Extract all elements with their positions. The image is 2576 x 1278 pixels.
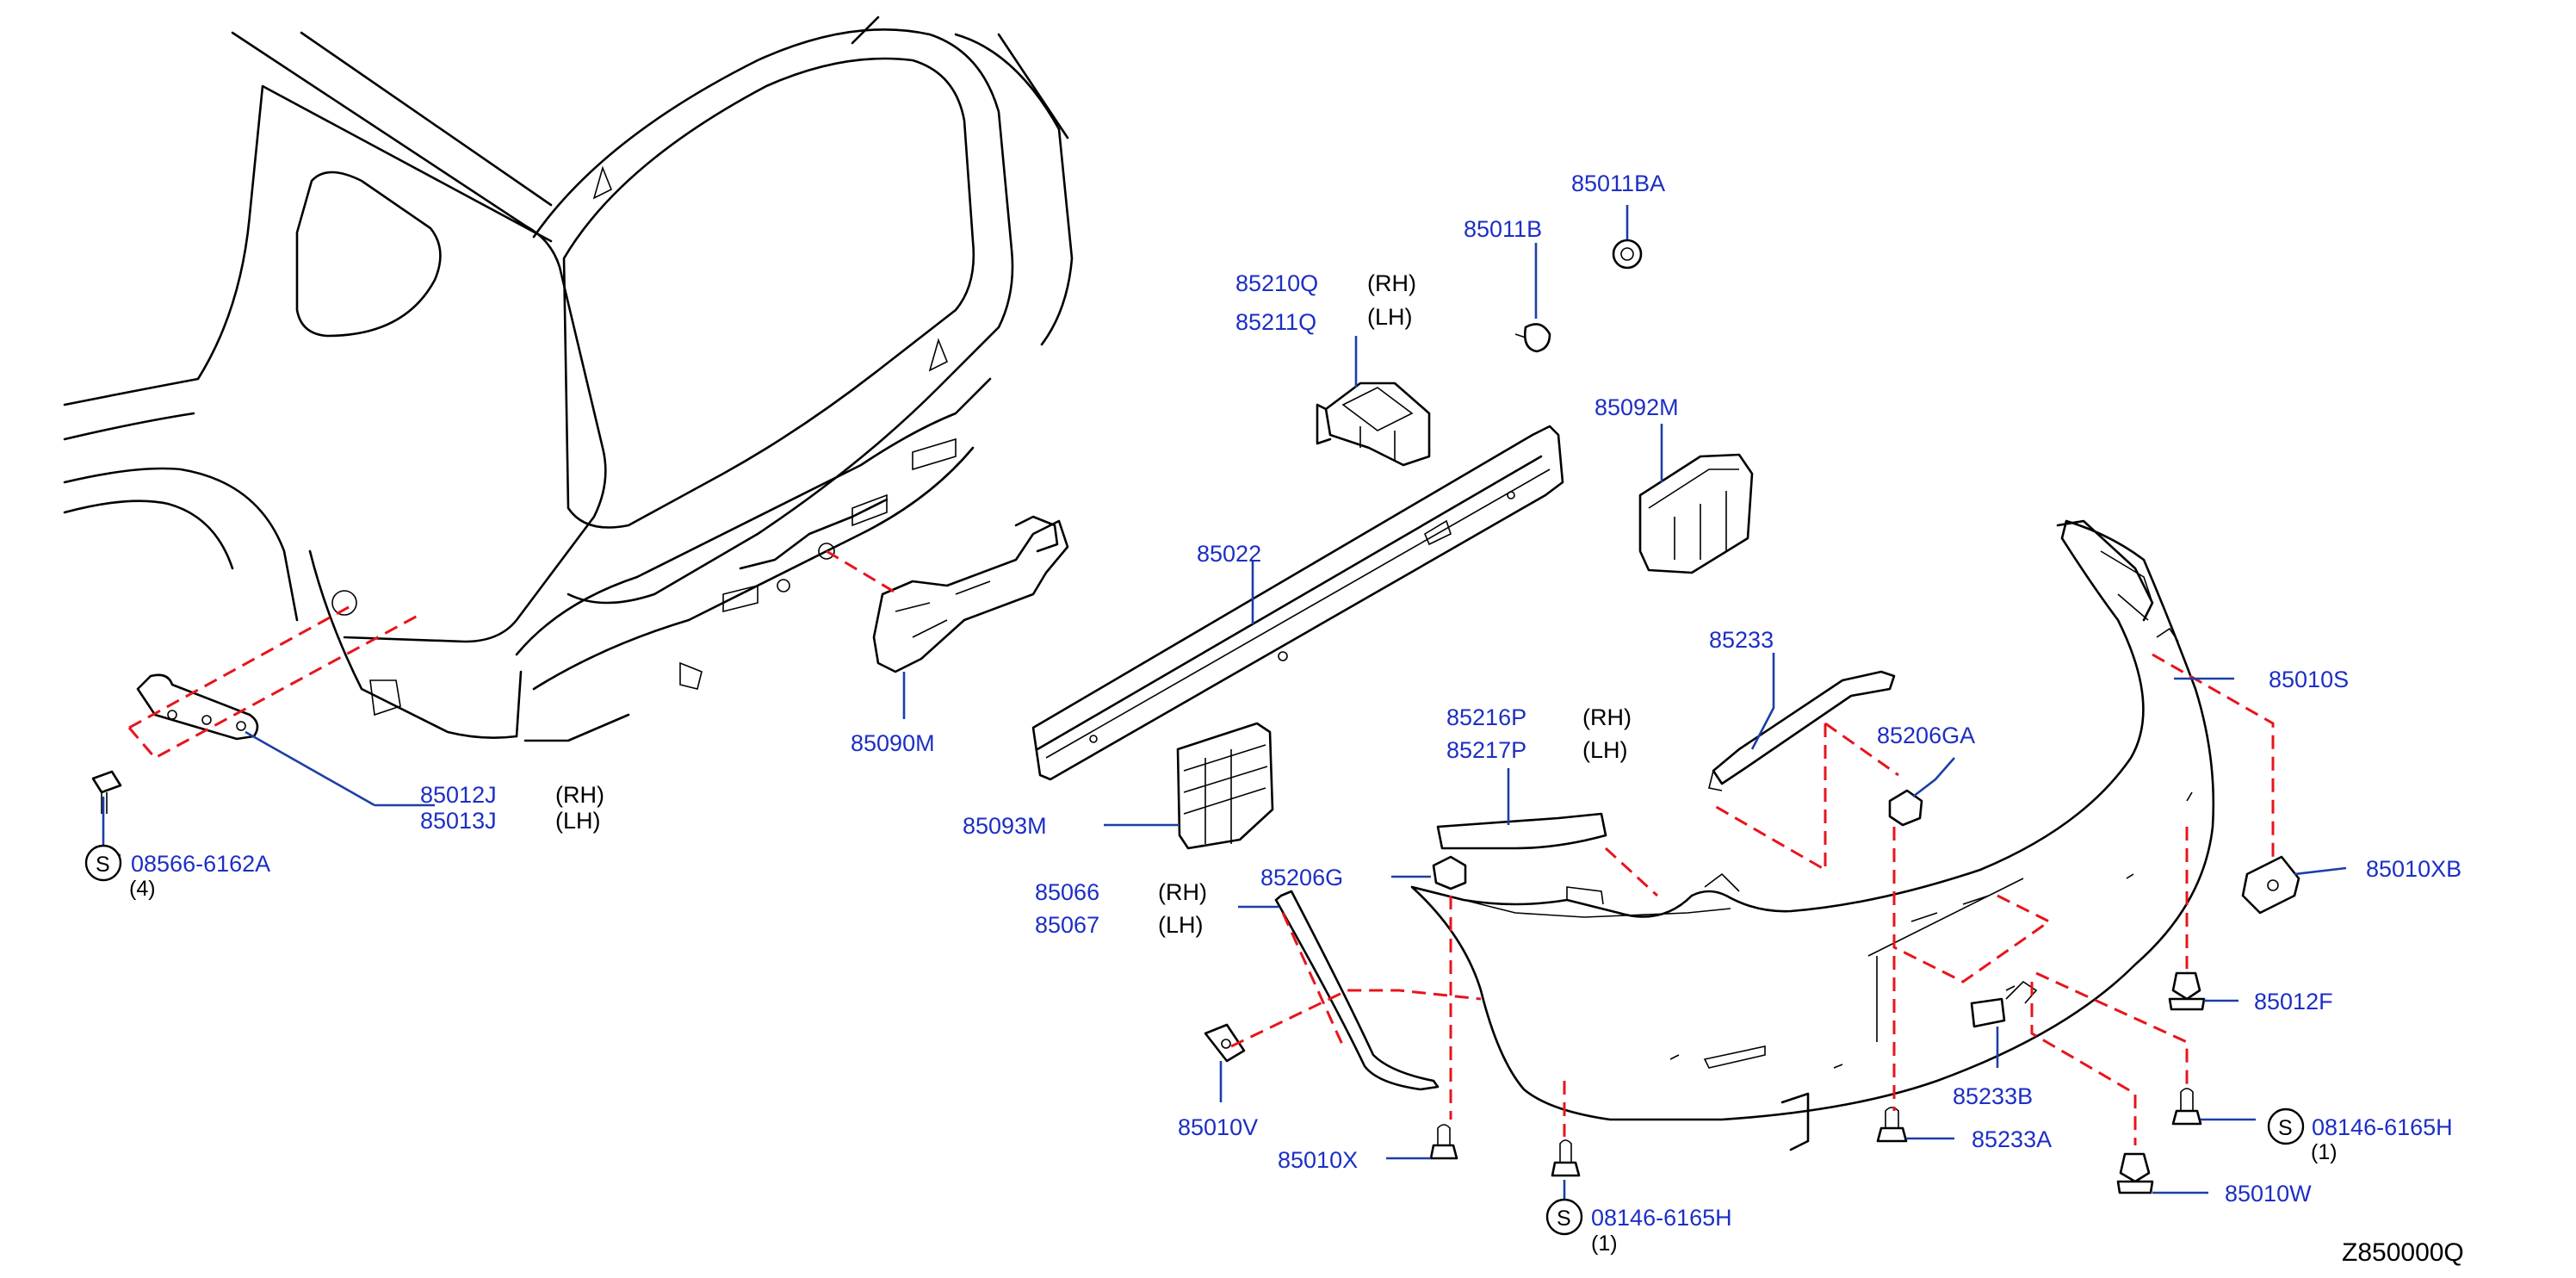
label-08566-6162a-part: 08566-6162A [131, 851, 270, 877]
label-85012f: 85012F [2254, 989, 2333, 1014]
label-08146-6165h-bottom-part: 08146-6165H [1591, 1205, 1732, 1231]
part-85011ba-clip [1612, 239, 1643, 270]
part-85210q-bracket [1316, 382, 1431, 467]
part-labels: 85011BA 85011B 85210Q (RH) 85211Q (LH) 8… [84, 171, 2464, 1267]
part-85012f-clip [2168, 971, 2206, 1011]
part-08566-6162a-bolt [91, 770, 122, 814]
part-85010w-clip [2116, 1152, 2154, 1194]
label-85011ba: 85011BA [1571, 171, 1665, 196]
label-85090m: 85090M [851, 730, 935, 756]
label-85010w: 85010W [2225, 1181, 2312, 1207]
label-85211q: 85211Q [1235, 309, 1316, 335]
label-85022: 85022 [1197, 541, 1261, 567]
part-85206g-nut [1432, 855, 1467, 890]
label-85067: 85067 [1035, 912, 1099, 938]
label-85210q: 85210Q [1235, 270, 1318, 296]
label-85093m: 85093M [963, 813, 1047, 839]
label-08146-6165h-right-part: 08146-6165H [2312, 1114, 2453, 1140]
part-85012j-bracket [136, 673, 259, 741]
part-85206ga-nut [1888, 789, 1923, 827]
label-85217p: 85217P [1446, 737, 1526, 763]
part-85092m-absorber [1638, 453, 1754, 574]
label-85012j: 85012J [420, 782, 497, 808]
label-85210q-side: (RH) [1367, 270, 1416, 296]
part-85090m-bracket [872, 515, 1069, 673]
part-85010s-clip [2156, 627, 2179, 642]
label-85233b: 85233B [1953, 1083, 2033, 1109]
label-85206ga: 85206GA [1877, 723, 1975, 748]
part-85010xb-clip [2241, 855, 2300, 915]
label-85206g: 85206G [1260, 865, 1343, 890]
label-85092m: 85092M [1595, 394, 1679, 420]
label-85013j: 85013J [420, 808, 497, 834]
s-symbol-icon [84, 844, 122, 882]
label-08146-6165h-right-qty: (1) [2311, 1140, 2338, 1164]
label-85211q-side: (LH) [1367, 304, 1413, 330]
label-08566-6162a-qty: (4) [129, 877, 156, 901]
s-symbol-text: S [1557, 1207, 1571, 1231]
label-85011b: 85011B [1464, 216, 1542, 242]
s-symbol-text: S [2278, 1116, 2293, 1140]
label-08146-6165h-bottom-qty: (1) [1591, 1231, 1618, 1256]
part-85233-bracket [1708, 670, 1896, 791]
s-symbol-icon [1545, 1198, 1583, 1236]
part-85010x-screw [1429, 1124, 1458, 1160]
s-symbol-icon [2267, 1107, 2305, 1145]
part-85233a-screw [1876, 1107, 1908, 1143]
label-85233a: 85233A [1972, 1126, 2052, 1152]
label-08146-6165h-bottom: S 08146-6165H (1) [1545, 1198, 1732, 1256]
label-08566-6162a: S 08566-6162A (4) [84, 844, 270, 901]
part-85011b-clip [1514, 323, 1551, 353]
diagram-code: Z850000Q [2342, 1238, 2464, 1267]
label-85066: 85066 [1035, 879, 1099, 905]
label-85013j-side: (LH) [555, 808, 601, 834]
label-85217p-side: (LH) [1582, 737, 1628, 763]
leader-lines [102, 205, 2347, 1199]
part-85010v-clip [1204, 1023, 1246, 1063]
label-08146-6165h-right: S 08146-6165H (1) [2267, 1107, 2453, 1164]
label-85233: 85233 [1709, 627, 1774, 653]
label-85216p-side: (RH) [1582, 704, 1632, 730]
label-85067-side: (LH) [1158, 912, 1204, 938]
part-85093m-absorber [1176, 722, 1274, 850]
part-08146-6165h-bolt-right [2171, 1088, 2202, 1126]
assembly-dashed-lines [127, 549, 2275, 1145]
label-85010s: 85010S [2269, 667, 2349, 692]
vehicle-rear-body [63, 16, 1074, 742]
label-85012j-side: (RH) [555, 782, 604, 808]
label-85010v: 85010V [1178, 1114, 1258, 1140]
label-85216p: 85216P [1446, 704, 1526, 730]
part-85022-reinforcement [1031, 425, 1564, 781]
label-85010xb: 85010XB [2366, 856, 2461, 882]
part-08146-6165h-bolt-bottom [1551, 1139, 1581, 1177]
part-85216p-reflector [1436, 812, 1607, 850]
s-symbol-text: S [96, 853, 110, 877]
label-85066-side: (RH) [1158, 879, 1207, 905]
part-85233b-bracket [1970, 980, 2038, 1028]
label-85010x: 85010X [1278, 1147, 1358, 1173]
